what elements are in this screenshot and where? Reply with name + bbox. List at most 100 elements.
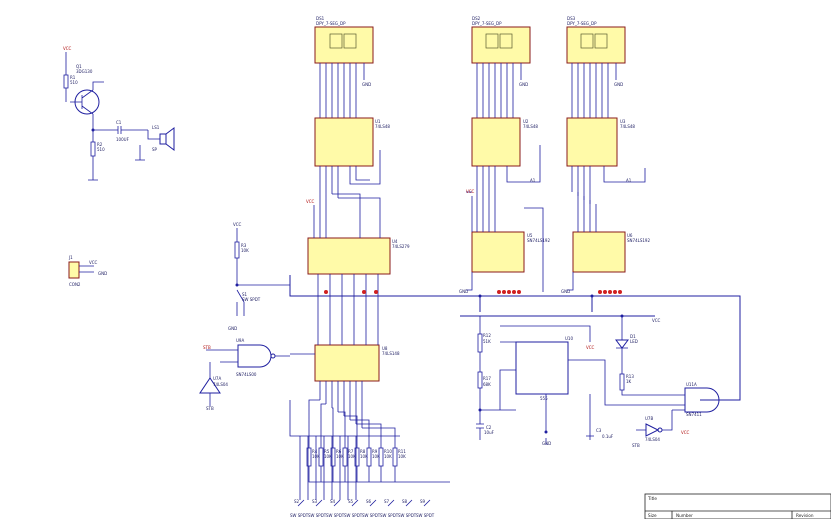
decoder-u3: U3 74LS48 [566, 117, 635, 167]
svg-text:SW SPDT: SW SPDT [416, 513, 435, 518]
speaker-ls1: LS1 SP [135, 125, 175, 161]
led-vcc-label: VCC [652, 318, 661, 323]
svg-text:SW SPDT: SW SPDT [242, 297, 261, 302]
capacitor-c3: C3 0.1uF [596, 428, 614, 439]
svg-text:GND: GND [519, 82, 528, 87]
svg-text:DS2: DS2 [472, 16, 481, 21]
svg-text:GND: GND [362, 82, 371, 87]
svg-text:R8: R8 [360, 449, 366, 454]
svg-text:C2: C2 [486, 425, 492, 430]
svg-text:A1: A1 [530, 178, 536, 183]
a1-labels: A1 A1 [530, 178, 632, 183]
svg-text:R7: R7 [348, 449, 354, 454]
svg-text:VCC: VCC [63, 46, 72, 51]
svg-text:10K: 10K [372, 454, 380, 459]
svg-text:74LS48: 74LS48 [375, 124, 390, 129]
svg-text:S3: S3 [312, 499, 318, 504]
resistor-r2: R2 510 [88, 130, 105, 181]
svg-text:R13: R13 [626, 374, 634, 379]
svg-text:510: 510 [97, 147, 105, 152]
svg-text:68K: 68K [483, 382, 491, 387]
svg-text:S4: S4 [330, 499, 336, 504]
svg-text:100UF: 100UF [116, 137, 130, 142]
svg-text:SP: SP [152, 147, 158, 152]
svg-text:A1: A1 [626, 178, 632, 183]
svg-text:SN74LS192: SN74LS192 [627, 238, 650, 243]
resistor-r17: R17 68K [477, 371, 491, 389]
svg-text:R3: R3 [241, 243, 247, 248]
svg-text:R10: R10 [384, 449, 392, 454]
svg-text:10K: 10K [348, 454, 356, 459]
svg-text:R2: R2 [97, 142, 103, 147]
svg-text:3DG130: 3DG130 [76, 69, 93, 74]
timer-u10: U10 555 [515, 336, 573, 401]
gate-u9a: U9A SN74LS00 [206, 338, 290, 377]
u11a-vcc-label: VCC [681, 430, 690, 435]
svg-text:R9: R9 [372, 449, 378, 454]
svg-text:DPY_7-SEG_DP: DPY_7-SEG_DP [472, 21, 502, 26]
svg-text:GND: GND [228, 326, 237, 331]
counter-probes [324, 290, 622, 294]
svg-text:Q1: Q1 [76, 64, 82, 69]
svg-text:DPY_7-SEG_DP: DPY_7-SEG_DP [567, 21, 597, 26]
svg-text:U8: U8 [382, 346, 388, 351]
svg-text:74LS04: 74LS04 [645, 437, 660, 442]
svg-text:SW SPDT: SW SPDT [380, 513, 399, 518]
svg-text:Number: Number [676, 513, 693, 518]
display-ds2: DS2 DPY_7-SEG_DP [471, 16, 531, 64]
svg-text:SW SPDT: SW SPDT [326, 513, 345, 518]
resistor-bank-wiring [289, 399, 450, 500]
svg-text:74LS148: 74LS148 [382, 351, 400, 356]
svg-text:10K: 10K [360, 454, 368, 459]
svg-text:R11: R11 [398, 449, 406, 454]
svg-text:555: 555 [540, 396, 548, 401]
switch-s9: S9 SW SPDT [416, 499, 435, 518]
title-block: Title Size Number Revision [644, 493, 831, 519]
svg-text:U3: U3 [620, 119, 626, 124]
svg-text:S9: S9 [420, 499, 426, 504]
svg-text:D1: D1 [630, 334, 636, 339]
svg-text:GND: GND [98, 271, 107, 276]
timer-wiring [476, 316, 685, 445]
latch-wiring [313, 186, 381, 330]
transistor-q1: Q1 3DG130 VCC [63, 46, 104, 130]
led-d1: D1 LED [615, 316, 638, 374]
svg-text:LED: LED [630, 339, 638, 344]
svg-text:74LS04: 74LS04 [213, 382, 228, 387]
svg-text:U10: U10 [565, 336, 573, 341]
svg-text:Title: Title [647, 496, 657, 501]
svg-text:10K: 10K [384, 454, 392, 459]
svg-text:S6: S6 [366, 499, 372, 504]
junctions [91, 128, 624, 434]
svg-text:R17: R17 [483, 376, 491, 381]
svg-text:C1: C1 [116, 120, 122, 125]
resistor-r1: R1 510 [63, 74, 78, 89]
svg-text:U11A: U11A [686, 382, 697, 387]
svg-text:U7B: U7B [645, 416, 653, 421]
svg-text:STB: STB [206, 406, 214, 411]
encoder-wiring [290, 330, 379, 428]
svg-text:U1: U1 [375, 119, 381, 124]
svg-text:U5: U5 [527, 233, 533, 238]
decoder-u2: U2 74LS48 [471, 117, 538, 167]
svg-text:R6: R6 [336, 449, 342, 454]
display-ds3: DS3 DPY_7-SEG_DP [566, 16, 626, 64]
svg-text:U4: U4 [392, 239, 398, 244]
decoder-outputs [319, 145, 646, 204]
counter-wiring [466, 191, 597, 292]
svg-text:SN74LS192: SN74LS192 [527, 238, 550, 243]
svg-text:0.1uF: 0.1uF [602, 434, 614, 439]
svg-text:Size: Size [648, 513, 657, 518]
svg-text:Revision: Revision [796, 513, 814, 518]
resistor-r12: R12 51K [477, 333, 491, 353]
svg-text:74LS48: 74LS48 [620, 124, 635, 129]
